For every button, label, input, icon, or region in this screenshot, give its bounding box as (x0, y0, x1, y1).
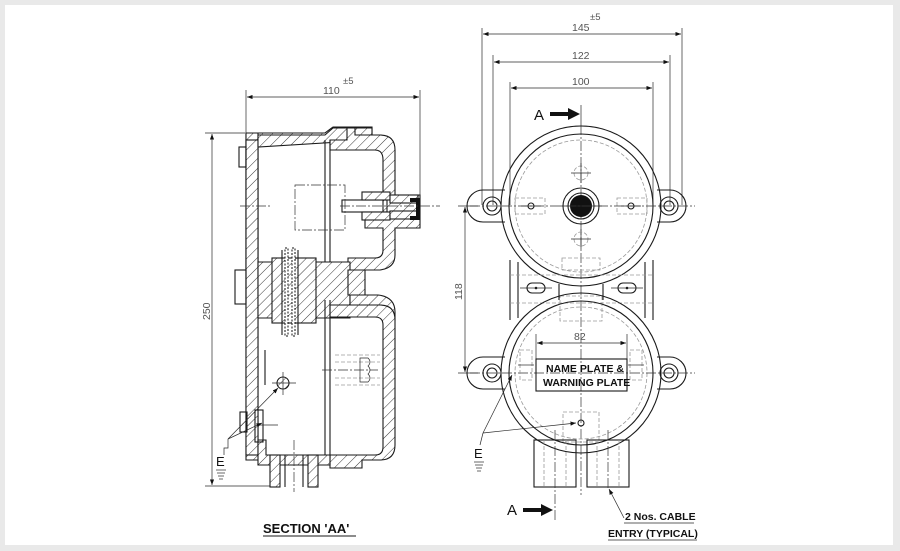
section-marker-top: A (534, 105, 582, 125)
dim-122-text: 122 (572, 50, 590, 62)
dimension-body-width: 100 (509, 76, 654, 205)
internal-component-outline (294, 184, 346, 231)
dimension-lug-spacing: 122 (492, 50, 671, 205)
section-marker-top-label: A (534, 107, 544, 124)
earth-label-right: E (474, 446, 483, 461)
nameplate-line1: NAME PLATE & (546, 363, 624, 375)
dim-100-text: 100 (572, 76, 590, 88)
dim-145-text: 145 (572, 22, 590, 34)
dim-145-tolerance: ±5 (590, 12, 601, 23)
cable-entries (533, 430, 630, 520)
earth-leader-left: E (216, 387, 279, 480)
section-marker-bottom: A (507, 502, 553, 519)
dim-110-tolerance: ±5 (343, 76, 354, 87)
dim-118-text: 118 (453, 283, 465, 300)
section-title: SECTION 'AA' (263, 521, 349, 536)
upper-enclosure (466, 125, 695, 287)
lower-enclosure (466, 292, 695, 454)
cable-entry-callout: 2 Nos. CABLE ENTRY (TYPICAL) (608, 488, 698, 541)
dim-82-text: 82 (574, 331, 586, 343)
dimension-overall-width: 145 ±5 (481, 12, 683, 205)
nameplate: NAME PLATE & WARNING PLATE (535, 358, 630, 392)
lower-cover (329, 304, 396, 469)
stud-right (291, 247, 296, 337)
dimension-mount-spacing: 118 (453, 205, 478, 374)
stud-left (284, 247, 289, 337)
section-aa-view: 110 ±5 250 (201, 76, 440, 537)
cable-entry-line2: ENTRY (TYPICAL) (608, 528, 698, 540)
mount-tab-top (238, 146, 247, 168)
gland-top (361, 191, 391, 201)
bottom-entry-right (307, 454, 319, 488)
gland-seal (410, 198, 420, 220)
base-plate (245, 139, 259, 456)
front-view: 145 ±5 122 100 A (453, 12, 698, 541)
section-marker-bottom-label: A (507, 502, 517, 519)
dimension-nameplate-width: 82 (535, 331, 628, 360)
bottom-entry-left (269, 454, 281, 488)
dim-250-text: 250 (201, 302, 213, 320)
upper-housing-top (257, 127, 373, 148)
dimension-section-height: 250 (201, 132, 272, 487)
earth-label-left: E (216, 454, 225, 469)
earth-leader-right: E (474, 374, 577, 472)
mount-tab-mid (234, 269, 247, 305)
drawing-frame (5, 5, 893, 545)
cable-entry-line1: 2 Nos. CABLE (625, 511, 696, 523)
gland-bottom (361, 211, 391, 221)
dimension-section-width: 110 ±5 (245, 76, 421, 205)
dim-110-text: 110 (323, 85, 340, 97)
middle-bridge (509, 257, 654, 322)
nameplate-line2: WARNING PLATE (543, 377, 630, 389)
